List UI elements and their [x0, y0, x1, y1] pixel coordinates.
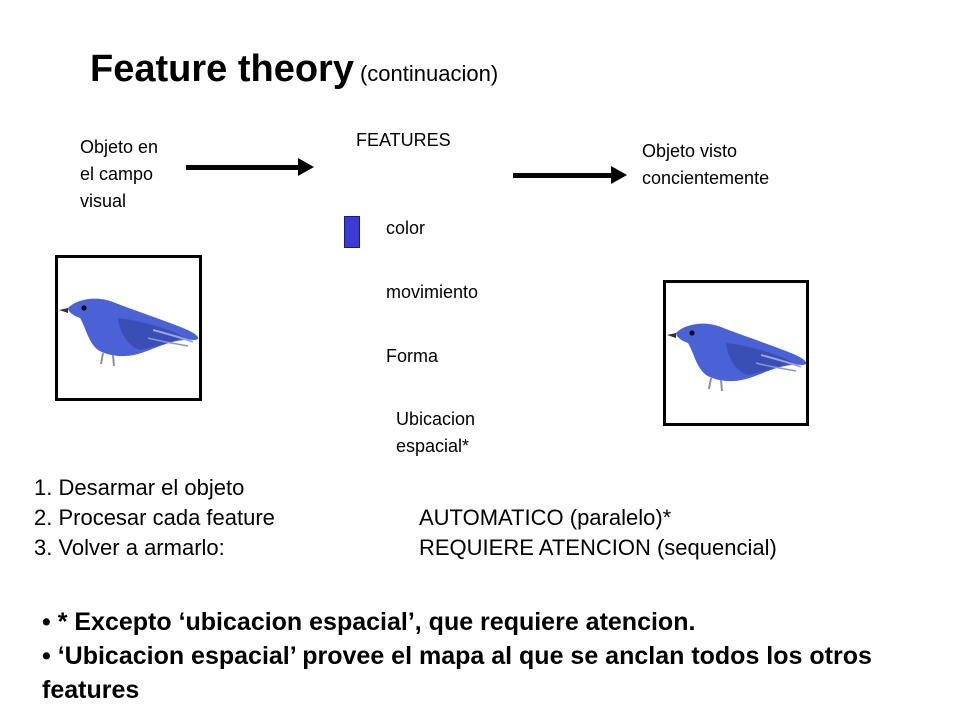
- bird-input-image: [59, 298, 199, 367]
- output-object-frame: [663, 280, 809, 426]
- arrow-to-features: [186, 158, 314, 176]
- step-2-mode: AUTOMATICO (paralelo)*: [419, 505, 672, 530]
- bullet-list: • * Excepto ‘ubicacion espacial’, que re…: [42, 605, 922, 707]
- step-1: 1. Desarmar el objeto: [34, 475, 245, 500]
- input-object-label: Objeto en el campo visual: [80, 137, 159, 211]
- bullet-1: • * Excepto ‘ubicacion espacial’, que re…: [42, 608, 696, 636]
- feature-forma: Forma: [386, 346, 439, 366]
- bird-output-image: [667, 323, 807, 392]
- feature-movimiento: movimiento: [386, 282, 479, 302]
- title-main: Feature theory: [90, 48, 354, 90]
- arrow-to-output: [513, 166, 627, 184]
- features-heading: FEATURES: [356, 130, 451, 150]
- feature-color: color: [386, 218, 426, 238]
- output-object-label: Objeto visto concientemente: [642, 141, 770, 188]
- slide-title: Feature theory(continuacion): [90, 48, 498, 91]
- input-object-frame: [55, 255, 202, 401]
- bullet-2: • ‘Ubicacion espacial’ provee el mapa al…: [42, 642, 872, 704]
- step-3-mode: REQUIERE ATENCION (sequencial): [419, 535, 777, 560]
- color-swatch: [344, 216, 360, 248]
- title-subtitle: (continuacion): [359, 61, 499, 86]
- step-3: 3. Volver a armarlo:: [34, 535, 225, 560]
- feature-ubicacion: Ubicacion espacial*: [396, 409, 476, 456]
- step-2: 2. Procesar cada feature: [34, 505, 275, 530]
